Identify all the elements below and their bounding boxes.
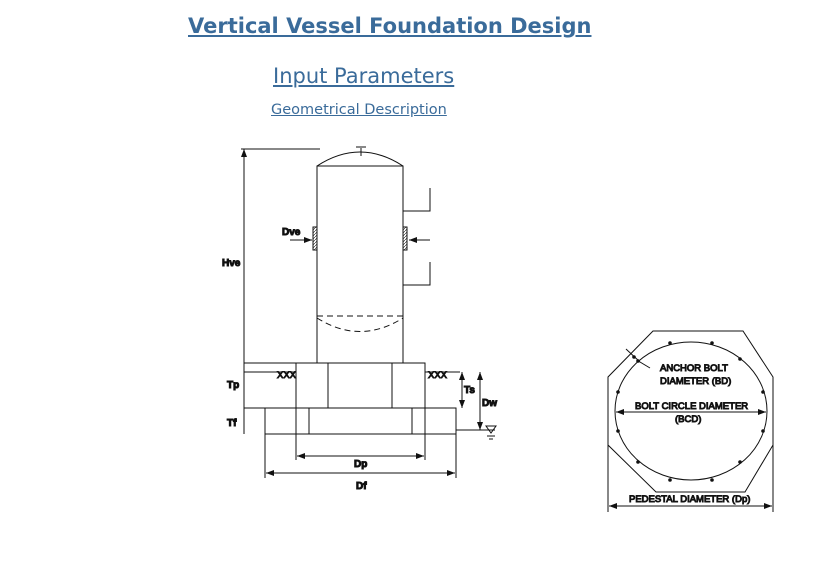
soil-hatch-left: XXX bbox=[277, 370, 297, 381]
dve-label: Dve bbox=[282, 227, 301, 238]
soil-hatch-right: XXX bbox=[428, 370, 448, 381]
geometrical-description-link[interactable]: Geometrical Description bbox=[271, 102, 447, 118]
bolt-circle-label: BOLT CIRCLE DIAMETER bbox=[635, 401, 748, 412]
input-parameters-link[interactable]: Input Parameters bbox=[273, 64, 455, 88]
page-title[interactable]: Vertical Vessel Foundation Design bbox=[188, 14, 592, 38]
dp-label: Dp bbox=[354, 459, 367, 470]
elevation-view: Hve Dve Tp Ts Dw Tf Dp Df XXX XXX bbox=[222, 146, 498, 493]
anchor-bolt-diameter-label: DIAMETER (BD) bbox=[660, 376, 731, 387]
anchor-bolts bbox=[616, 341, 765, 482]
pedestal-diameter-label: PEDESTAL DIAMETER (Dp) bbox=[629, 494, 750, 505]
tp-label: Tp bbox=[227, 380, 239, 391]
dw-label: Dw bbox=[482, 398, 497, 409]
bcd-label: (BCD) bbox=[675, 414, 701, 425]
tf-label: Tf bbox=[227, 418, 237, 429]
df-label: Df bbox=[356, 481, 367, 492]
anchor-bolt-label: ANCHOR BOLT bbox=[660, 363, 728, 374]
hve-label: Hve bbox=[222, 258, 241, 269]
plan-view: ANCHOR BOLT DIAMETER (BD) BOLT CIRCLE DI… bbox=[607, 330, 774, 512]
ts-label: Ts bbox=[464, 385, 475, 396]
